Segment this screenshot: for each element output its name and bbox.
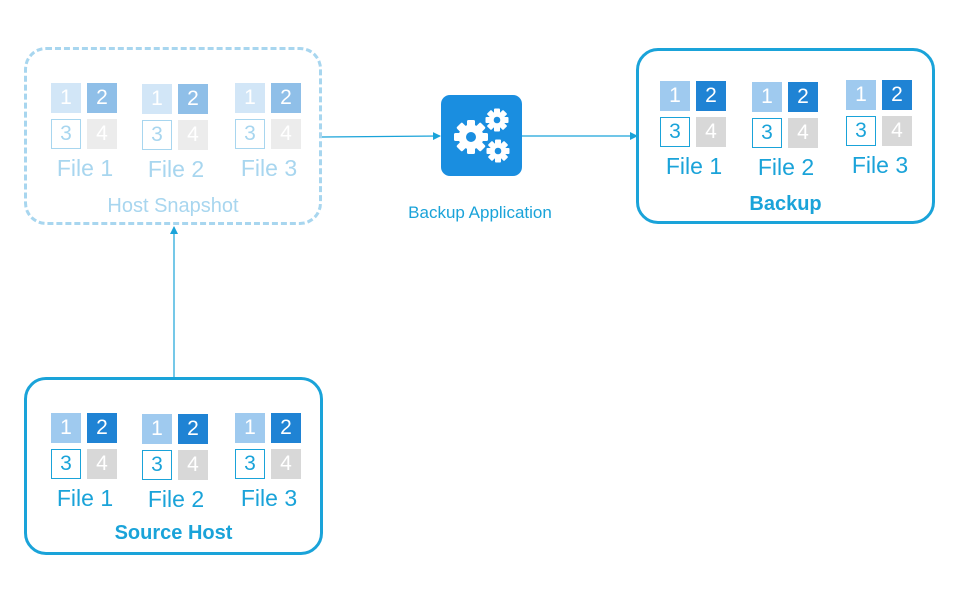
block-4: 4 [87, 119, 117, 149]
block-4: 4 [178, 450, 208, 480]
block-3: 3 [142, 120, 172, 150]
block-2: 2 [87, 83, 117, 113]
block-2: 2 [271, 413, 301, 443]
block-1: 1 [752, 82, 782, 112]
block-2: 2 [178, 414, 208, 444]
file-label: File 2 [757, 154, 815, 180]
snapshot-file-3: 1 2 3 4 File 3 [235, 83, 303, 183]
backup-application-icon [441, 95, 522, 176]
block-3: 3 [142, 450, 172, 480]
block-3: 3 [235, 449, 265, 479]
file-label: File 3 [240, 155, 298, 181]
source-file-3: 1 2 3 4 File 3 [235, 413, 303, 513]
block-4: 4 [788, 118, 818, 148]
host-snapshot-label: Host Snapshot [107, 195, 239, 217]
source-host-label: Source Host [114, 522, 233, 544]
block-1: 1 [846, 80, 876, 110]
block-1: 1 [235, 83, 265, 113]
file-label: File 2 [147, 156, 205, 182]
host-snapshot-group: 1 2 3 4 File 1 1 2 3 4 File 2 1 2 3 4 Fi… [24, 47, 322, 225]
file-label: File 1 [56, 485, 114, 511]
block-2: 2 [87, 413, 117, 443]
backup-file-2: 1 2 3 4 File 2 [752, 82, 820, 182]
arrow-snapshot-to-app [321, 132, 441, 141]
backup-label: Backup [749, 193, 822, 215]
block-3: 3 [51, 449, 81, 479]
block-1: 1 [660, 81, 690, 111]
block-4: 4 [696, 117, 726, 147]
block-4: 4 [882, 116, 912, 146]
block-2: 2 [788, 82, 818, 112]
backup-application-label: Backup Application [408, 203, 552, 222]
block-2: 2 [271, 83, 301, 113]
block-4: 4 [178, 120, 208, 150]
file-label: File 1 [56, 155, 114, 181]
block-3: 3 [752, 118, 782, 148]
file-label: File 1 [665, 153, 723, 179]
block-1: 1 [235, 413, 265, 443]
backup-file-3: 1 2 3 4 File 3 [846, 80, 914, 180]
file-label: File 3 [240, 485, 298, 511]
block-3: 3 [660, 117, 690, 147]
block-2: 2 [696, 81, 726, 111]
snapshot-file-2: 1 2 3 4 File 2 [142, 84, 210, 184]
block-3: 3 [846, 116, 876, 146]
block-1: 1 [142, 84, 172, 114]
block-2: 2 [178, 84, 208, 114]
block-4: 4 [87, 449, 117, 479]
file-label: File 2 [147, 486, 205, 512]
file-label: File 3 [851, 152, 909, 178]
block-2: 2 [882, 80, 912, 110]
block-1: 1 [51, 413, 81, 443]
block-4: 4 [271, 119, 301, 149]
block-1: 1 [142, 414, 172, 444]
source-host-group: 1 2 3 4 File 1 1 2 3 4 File 2 1 2 3 4 Fi… [24, 377, 323, 555]
gears-icon [454, 108, 510, 163]
backup-file-1: 1 2 3 4 File 1 [660, 81, 728, 181]
block-3: 3 [235, 119, 265, 149]
backup-group: 1 2 3 4 File 1 1 2 3 4 File 2 1 2 3 4 Fi… [636, 48, 935, 224]
block-1: 1 [51, 83, 81, 113]
block-3: 3 [51, 119, 81, 149]
source-file-1: 1 2 3 4 File 1 [51, 413, 119, 513]
block-4: 4 [271, 449, 301, 479]
source-file-2: 1 2 3 4 File 2 [142, 414, 210, 514]
snapshot-file-1: 1 2 3 4 File 1 [51, 83, 119, 183]
